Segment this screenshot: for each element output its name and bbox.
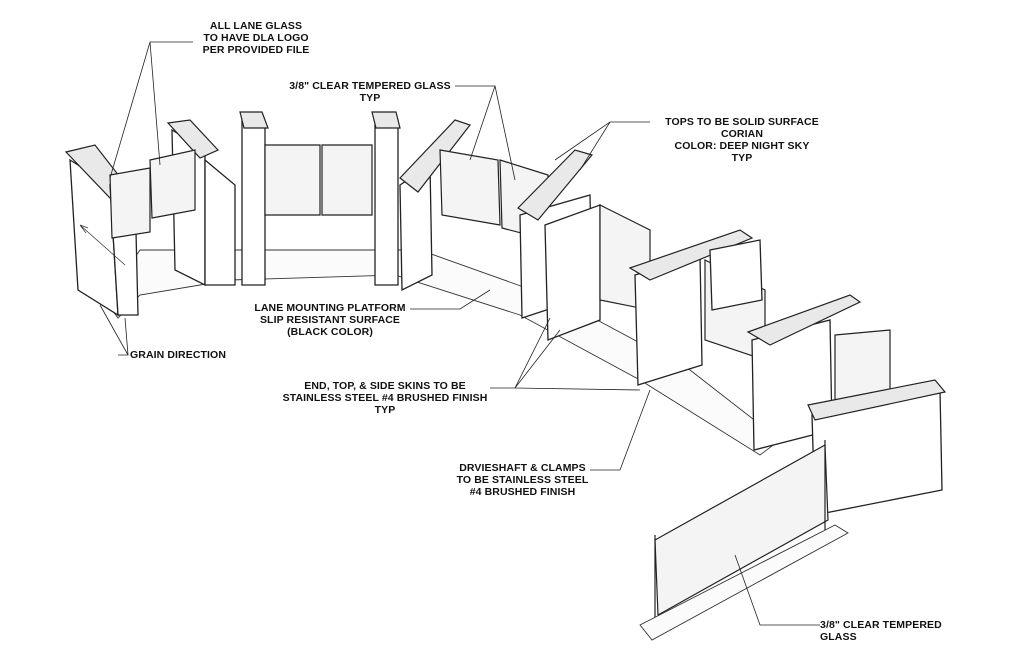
callout-clear-glass-typ: 3/8" CLEAR TEMPERED GLASS TYP <box>289 80 451 104</box>
callout-lane-glass-logo: ALL LANE GLASS TO HAVE DLA LOGO PER PROV… <box>202 20 310 56</box>
callout-clear-glass-bottom: 3/8" CLEAR TEMPERED GLASS <box>820 619 942 643</box>
callout-skins-stainless: END, TOP, & SIDE SKINS TO BE STAINLESS S… <box>282 380 488 416</box>
glass-fence <box>639 440 849 641</box>
grain-direction-arrow <box>79 224 126 266</box>
gate-cabinet-2 <box>149 119 236 287</box>
gate-cabinet-1 <box>64 144 151 317</box>
gate-cabinet-6 <box>628 229 766 386</box>
callout-driveshaft: DRVIESHAFT & CLAMPS TO BE STAINLESS STEE… <box>456 462 589 498</box>
gate-cabinet-5 <box>517 149 651 341</box>
callout-tops-corian: TOPS TO BE SOLID SURFACE CORIAN COLOR: D… <box>665 116 819 164</box>
leader-lines <box>99 41 820 626</box>
callout-grain-direction: GRAIN DIRECTION <box>130 349 226 361</box>
gate-cabinet-3 <box>239 111 401 286</box>
gate-cabinet-8 <box>807 379 947 516</box>
callout-mounting-platform: LANE MOUNTING PLATFORM SLIP RESISTANT SU… <box>254 302 406 338</box>
